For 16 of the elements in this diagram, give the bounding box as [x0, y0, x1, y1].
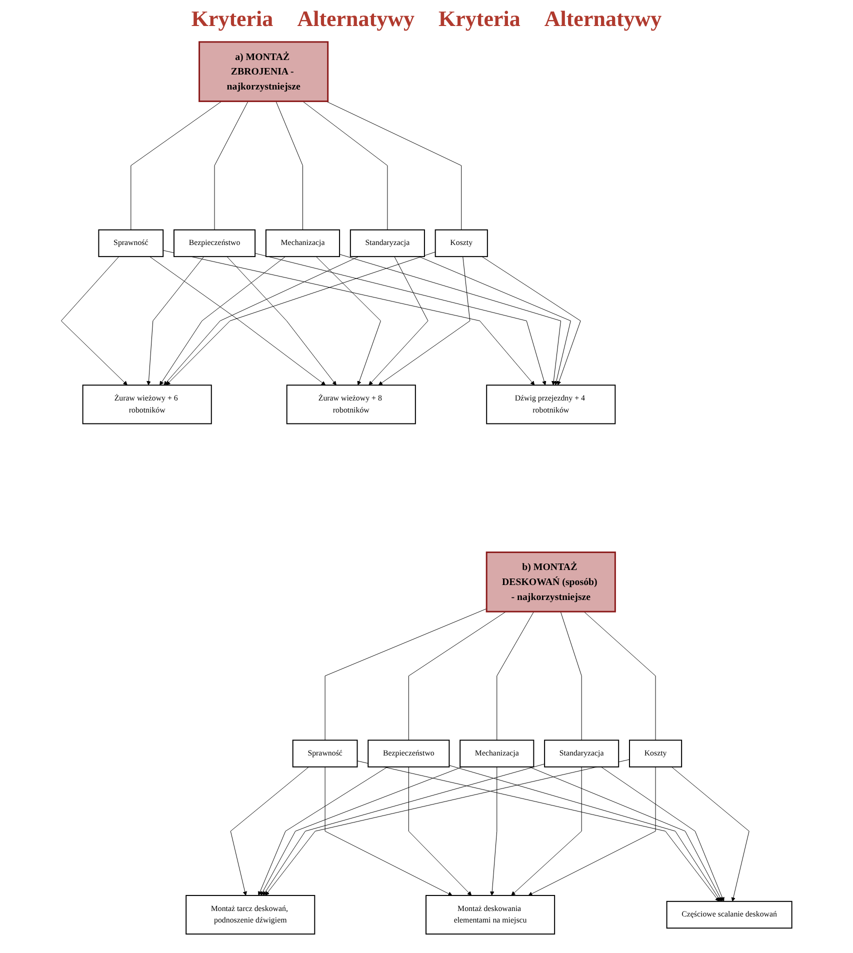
- connector: [496, 611, 534, 740]
- node-box: a) MONTAŻ ZBROJENIA - najkorzystniejsze: [198, 41, 329, 102]
- connector: [408, 611, 506, 740]
- group-heading: Alternatywy: [544, 6, 662, 32]
- group-heading: Alternatywy: [297, 6, 414, 32]
- connector: [302, 101, 388, 230]
- connector: [324, 608, 487, 740]
- group-heading: Kryteria: [438, 6, 520, 32]
- connector: [214, 101, 248, 230]
- connector: [326, 101, 462, 230]
- connector: [560, 611, 582, 740]
- connector: [130, 101, 222, 230]
- connector: [584, 611, 656, 740]
- group-heading: Kryteria: [191, 6, 274, 32]
- node-box: b) MONTAŻ DESKOWAŃ (sposób) - najkorzystniejsze: [486, 552, 616, 612]
- connector: [276, 101, 303, 230]
